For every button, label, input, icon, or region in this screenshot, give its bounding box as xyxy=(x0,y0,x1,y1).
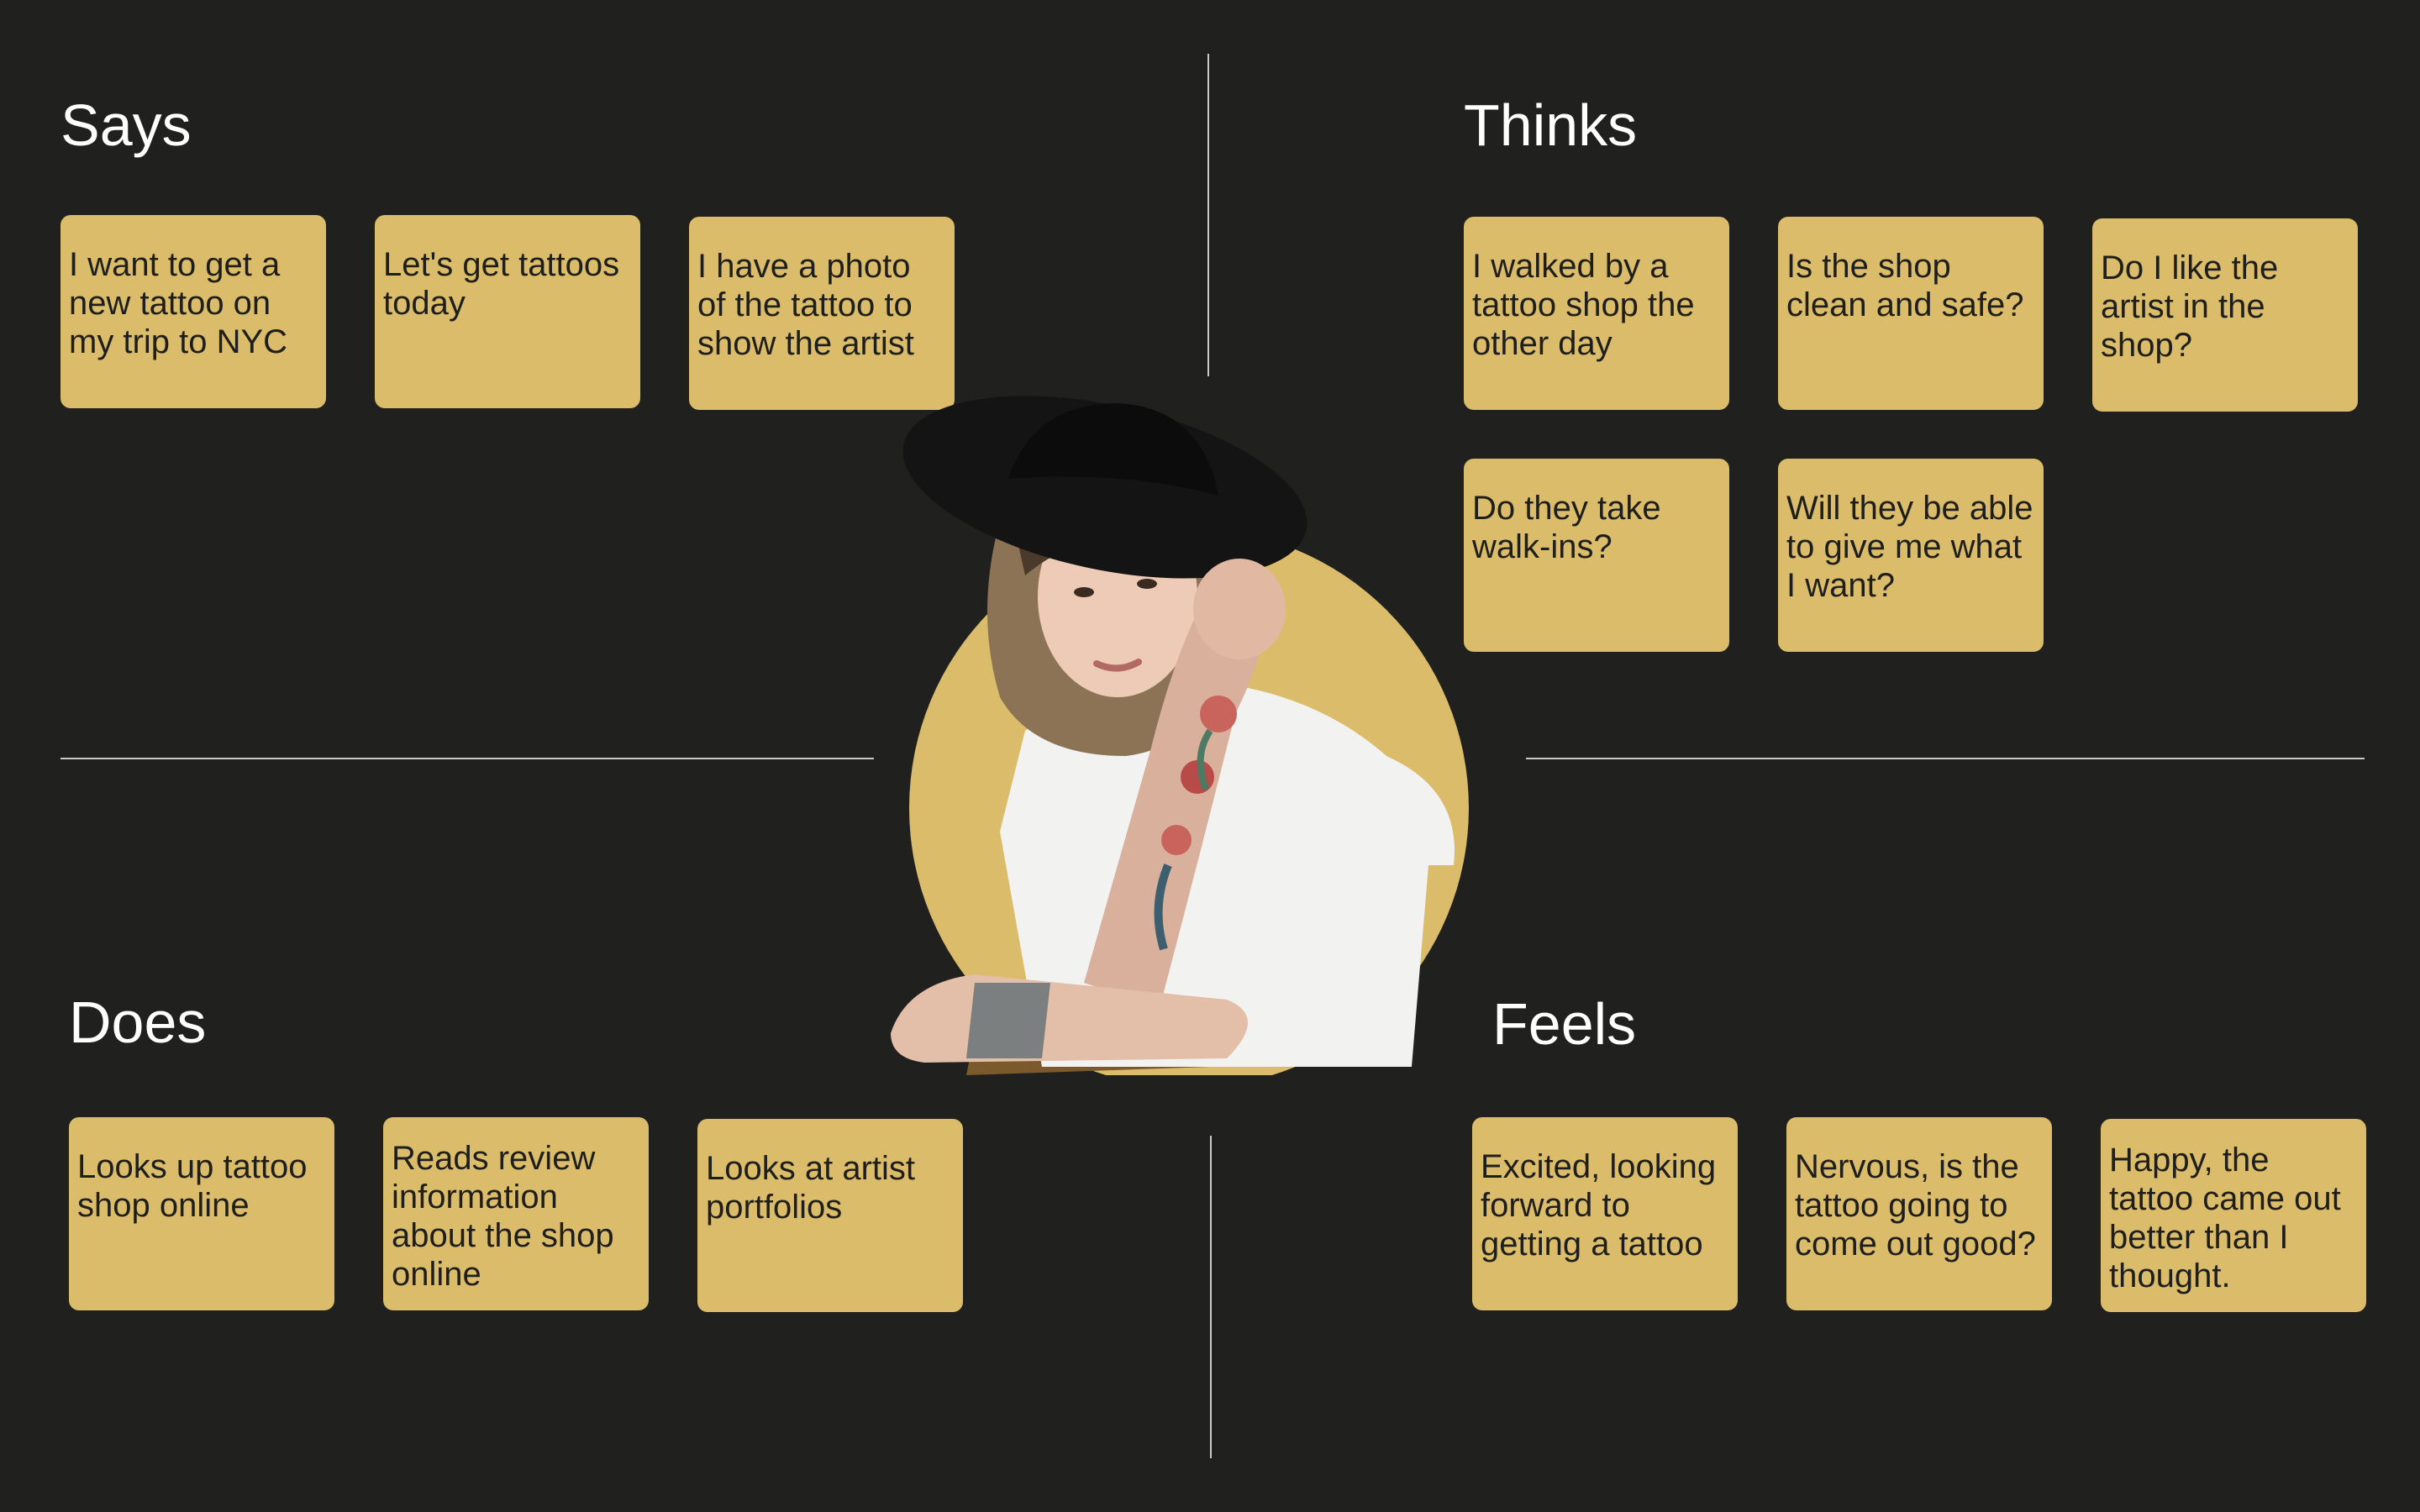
thinks-note-1[interactable]: I walked by a tattoo shop the other day xyxy=(1464,217,1729,410)
thinks-heading: Thinks xyxy=(1464,92,1638,158)
divider-bottom-vertical xyxy=(1210,1136,1212,1458)
does-note-2[interactable]: Reads review information about the shop … xyxy=(383,1117,649,1310)
feels-note-2[interactable]: Nervous, is the tattoo going to come out… xyxy=(1786,1117,2052,1310)
feels-note-1[interactable]: Excited, looking forward to getting a ta… xyxy=(1472,1117,1738,1310)
divider-left-horizontal xyxy=(60,758,874,759)
does-note-3[interactable]: Looks at artist portfolios xyxy=(697,1119,963,1312)
does-note-1[interactable]: Looks up tattoo shop online xyxy=(69,1117,334,1310)
does-heading: Does xyxy=(69,990,207,1055)
divider-right-horizontal xyxy=(1526,758,2365,759)
tattooed-forearm-icon xyxy=(1084,577,1269,1008)
says-heading: Says xyxy=(60,92,192,158)
thinks-note-5[interactable]: Will they be able to give me what I want… xyxy=(1778,459,2044,652)
says-note-1[interactable]: I want to get a new tattoo on my trip to… xyxy=(60,215,326,408)
feels-heading: Feels xyxy=(1492,991,1637,1057)
thinks-note-4[interactable]: Do they take walk-ins? xyxy=(1464,459,1729,652)
thinks-note-2[interactable]: Is the shop clean and safe? xyxy=(1778,217,2044,410)
persona-portrait xyxy=(891,396,1469,1075)
divider-top-vertical xyxy=(1207,54,1209,376)
says-note-3[interactable]: I have a photo of the tattoo to show the… xyxy=(689,217,955,410)
feels-note-3[interactable]: Happy, the tattoo came out better than I… xyxy=(2101,1119,2366,1312)
thinks-note-3[interactable]: Do I like the artist in the shop? xyxy=(2092,218,2358,412)
says-note-2[interactable]: Let's get tattoos today xyxy=(375,215,640,408)
hat-icon xyxy=(902,396,1307,579)
